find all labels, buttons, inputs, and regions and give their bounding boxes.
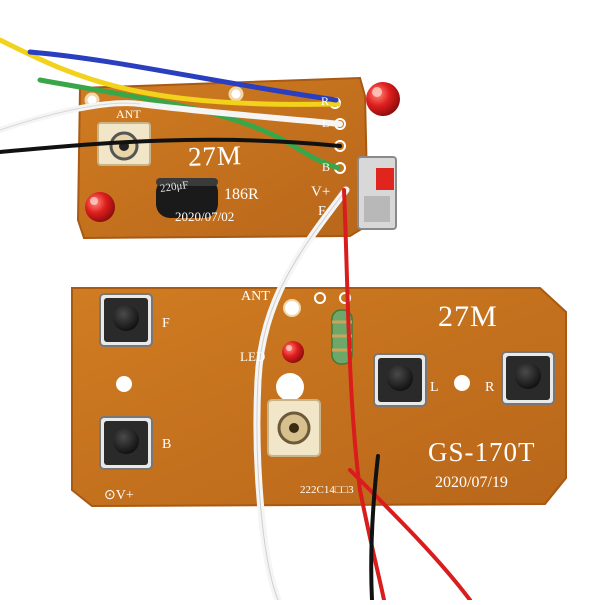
large-hole bbox=[276, 373, 304, 401]
lower-led bbox=[282, 341, 304, 363]
lower-vplus-label: ⊙V+ bbox=[104, 488, 134, 503]
upper-pin-b-label: B bbox=[322, 160, 331, 174]
mount-hole bbox=[116, 376, 132, 392]
ant-hole bbox=[283, 299, 301, 317]
lower-model-label: GS-170T bbox=[428, 437, 536, 467]
wire-red-lower bbox=[348, 468, 472, 602]
upper-freq-label: 27M bbox=[187, 140, 243, 172]
lower-date-label: 2020/07/19 bbox=[435, 474, 508, 491]
wire-green bbox=[37, 77, 341, 171]
upper-led-right bbox=[366, 82, 400, 116]
mount-hole bbox=[228, 86, 244, 102]
lower-code-label: 222C14□□3 bbox=[300, 484, 354, 496]
wires bbox=[0, 37, 472, 604]
button-right-label: R bbox=[485, 380, 495, 395]
lower-freq-label: 27M bbox=[438, 300, 498, 333]
wire-black-upper bbox=[0, 137, 342, 154]
button-back-label: B bbox=[162, 437, 172, 452]
pad bbox=[314, 292, 326, 304]
button-left-label: L bbox=[430, 380, 439, 395]
upper-led-left bbox=[85, 192, 115, 222]
wire-white-upper-outline bbox=[0, 102, 141, 131]
lower-ant-label: ANT bbox=[241, 289, 270, 304]
upper-model-label: 186R bbox=[224, 186, 259, 203]
capacitor bbox=[156, 178, 218, 218]
wire-red bbox=[342, 188, 386, 602]
lower-pcb bbox=[71, 287, 567, 508]
button-right bbox=[501, 351, 555, 405]
button-forward-label: F bbox=[162, 316, 170, 331]
upper-pin-l-label: L bbox=[322, 116, 330, 130]
wire-black-lower bbox=[369, 454, 380, 602]
upper-vplus-label: V+ bbox=[311, 184, 331, 200]
mount-hole bbox=[454, 375, 470, 391]
lower-board bbox=[71, 287, 567, 508]
upper-pin-r-label: R bbox=[321, 94, 330, 108]
button-forward bbox=[99, 293, 153, 347]
wire-blue bbox=[27, 49, 339, 103]
button-back bbox=[99, 416, 153, 470]
button-left bbox=[373, 353, 427, 407]
upper-date-label: 2020/07/02 bbox=[175, 209, 235, 224]
wire-yellow bbox=[0, 37, 341, 107]
upper-ant-label: ANT bbox=[116, 107, 141, 121]
upper-f-label: F bbox=[318, 204, 326, 219]
lower-led-label: LED bbox=[240, 349, 266, 364]
